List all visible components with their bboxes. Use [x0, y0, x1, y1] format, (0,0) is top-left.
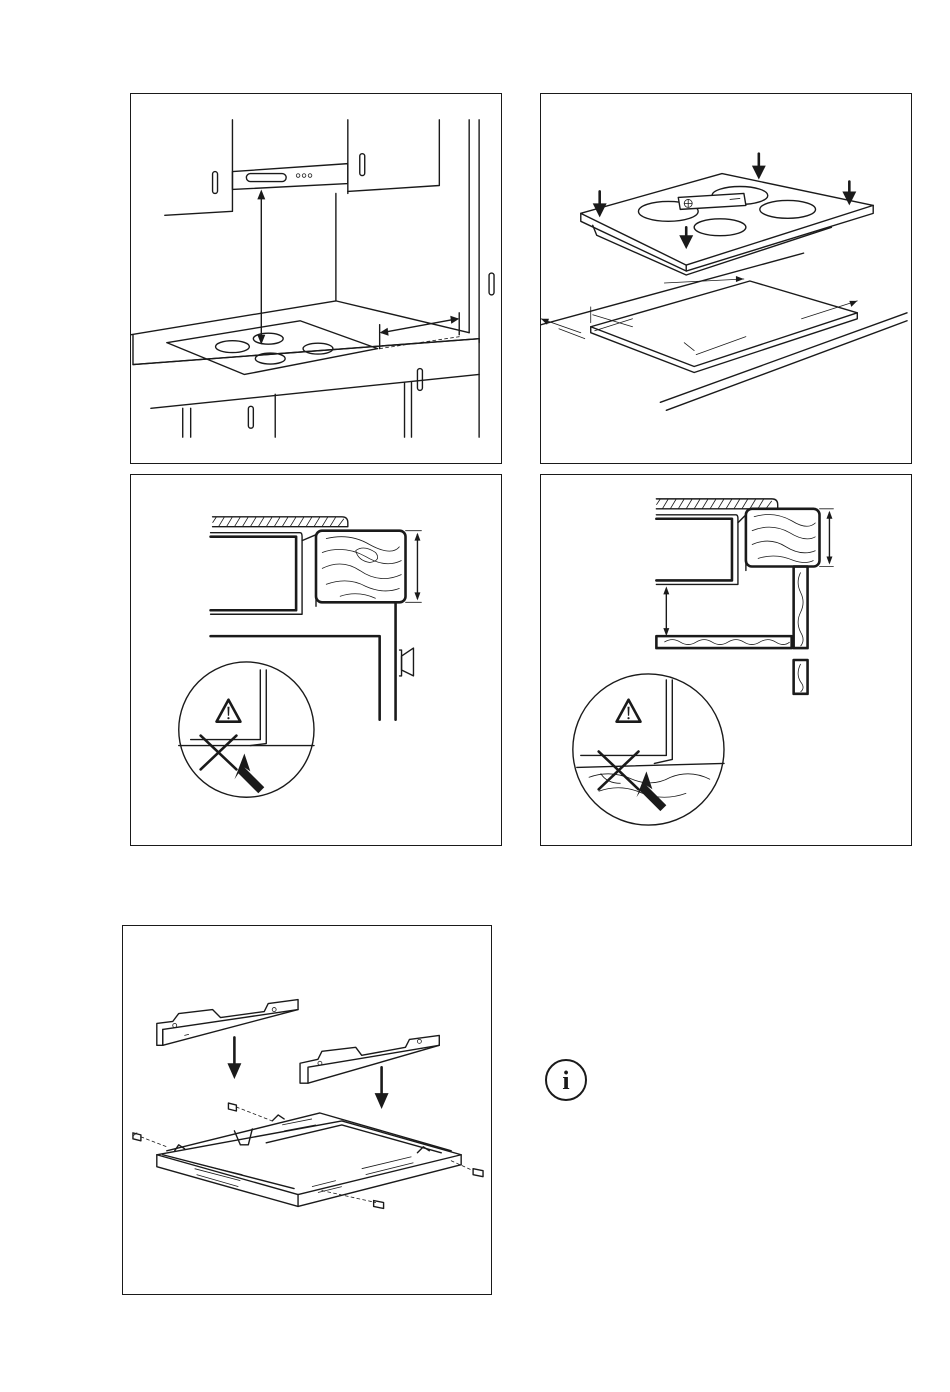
figure-worktop-shelf [540, 474, 912, 846]
information-icon: i [544, 1058, 588, 1102]
figure-protection-box [122, 925, 492, 1295]
worktop-section-door-illustration [131, 475, 501, 845]
protection-box-assembly-illustration [123, 926, 491, 1294]
worktop-section-shelf-illustration [541, 475, 911, 845]
figure-hob-insert [540, 93, 912, 464]
figure-worktop-door [130, 474, 502, 846]
info-letter: i [562, 1066, 569, 1095]
info-glyph: i [544, 1058, 588, 1102]
hood-hob-clearance-illustration [131, 94, 501, 463]
hob-insertion-illustration [541, 94, 911, 463]
figure-hood-clearance [130, 93, 502, 464]
